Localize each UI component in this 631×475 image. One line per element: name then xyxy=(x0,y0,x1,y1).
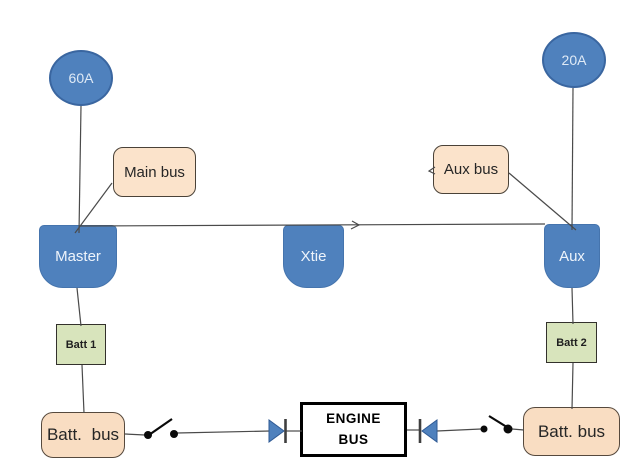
left-switch-contact-a xyxy=(144,431,152,439)
left-switch-blade xyxy=(145,418,173,438)
wire-aux-to-batt2 xyxy=(571,287,574,325)
breaker-20a: 20A xyxy=(542,32,606,88)
right-diode-icon xyxy=(418,419,438,443)
left-diode-triangle xyxy=(268,419,285,443)
right-switch-contact-a xyxy=(480,425,488,433)
wire-batt1-to-battbus xyxy=(81,364,85,414)
aux-bus-label: Aux bus xyxy=(443,161,499,178)
wire-right-diode-to-switch xyxy=(436,428,482,432)
xtie-switch-shape: Xtie xyxy=(283,225,344,288)
master-switch-shape: Master xyxy=(39,225,117,288)
wire-battbus-to-left-switch xyxy=(124,433,146,436)
right-diode-triangle xyxy=(421,419,438,443)
breaker-60a: 60A xyxy=(49,50,113,106)
batt2-box: Batt 2 xyxy=(546,322,597,363)
right-batt-bus-label: Batt. bus xyxy=(537,421,606,441)
engine-bus-label-line2: BUS xyxy=(338,431,369,447)
left-batt-bus-label: Batt. bus xyxy=(46,425,120,444)
batt2-label: Batt 2 xyxy=(556,336,587,349)
wire-batt2-to-battbus xyxy=(571,362,574,410)
aux-bus-callout: Aux bus xyxy=(433,145,509,194)
engine-bus-label-line1: ENGINE xyxy=(326,410,381,426)
left-diode-icon xyxy=(268,419,287,443)
aux-switch-shape: Aux xyxy=(544,224,600,288)
master-switch-label: Master xyxy=(55,248,101,265)
wire-master-to-batt1 xyxy=(76,287,82,327)
wire-left-switch-to-diode xyxy=(176,430,271,434)
connector-arrow-tick-left xyxy=(350,220,361,230)
right-switch-contact-b xyxy=(503,424,513,434)
left-battery-switch-icon xyxy=(144,418,178,439)
main-bus-callout: Main bus xyxy=(113,147,196,197)
engine-bus-box: ENGINE BUS xyxy=(300,402,407,457)
batt1-box: Batt 1 xyxy=(56,324,106,365)
left-switch-contact-b xyxy=(170,430,178,438)
breaker-60a-label: 60A xyxy=(68,70,94,86)
wire-auxbus-callout-pointer xyxy=(508,172,577,231)
xtie-switch-label: Xtie xyxy=(300,248,327,265)
main-bus-label: Main bus xyxy=(124,163,185,181)
batt1-label: Batt 1 xyxy=(65,338,97,351)
right-switch-blade xyxy=(488,415,511,430)
wire-20a-to-aux xyxy=(571,87,574,231)
wire-60a-to-master xyxy=(78,105,82,234)
right-batt-bus-box: Batt. bus xyxy=(523,407,620,456)
breaker-20a-label: 20A xyxy=(561,52,587,68)
right-battery-switch-icon xyxy=(480,415,513,434)
aux-switch-label: Aux xyxy=(559,247,585,265)
left-batt-bus-box: Batt. bus xyxy=(41,412,125,458)
